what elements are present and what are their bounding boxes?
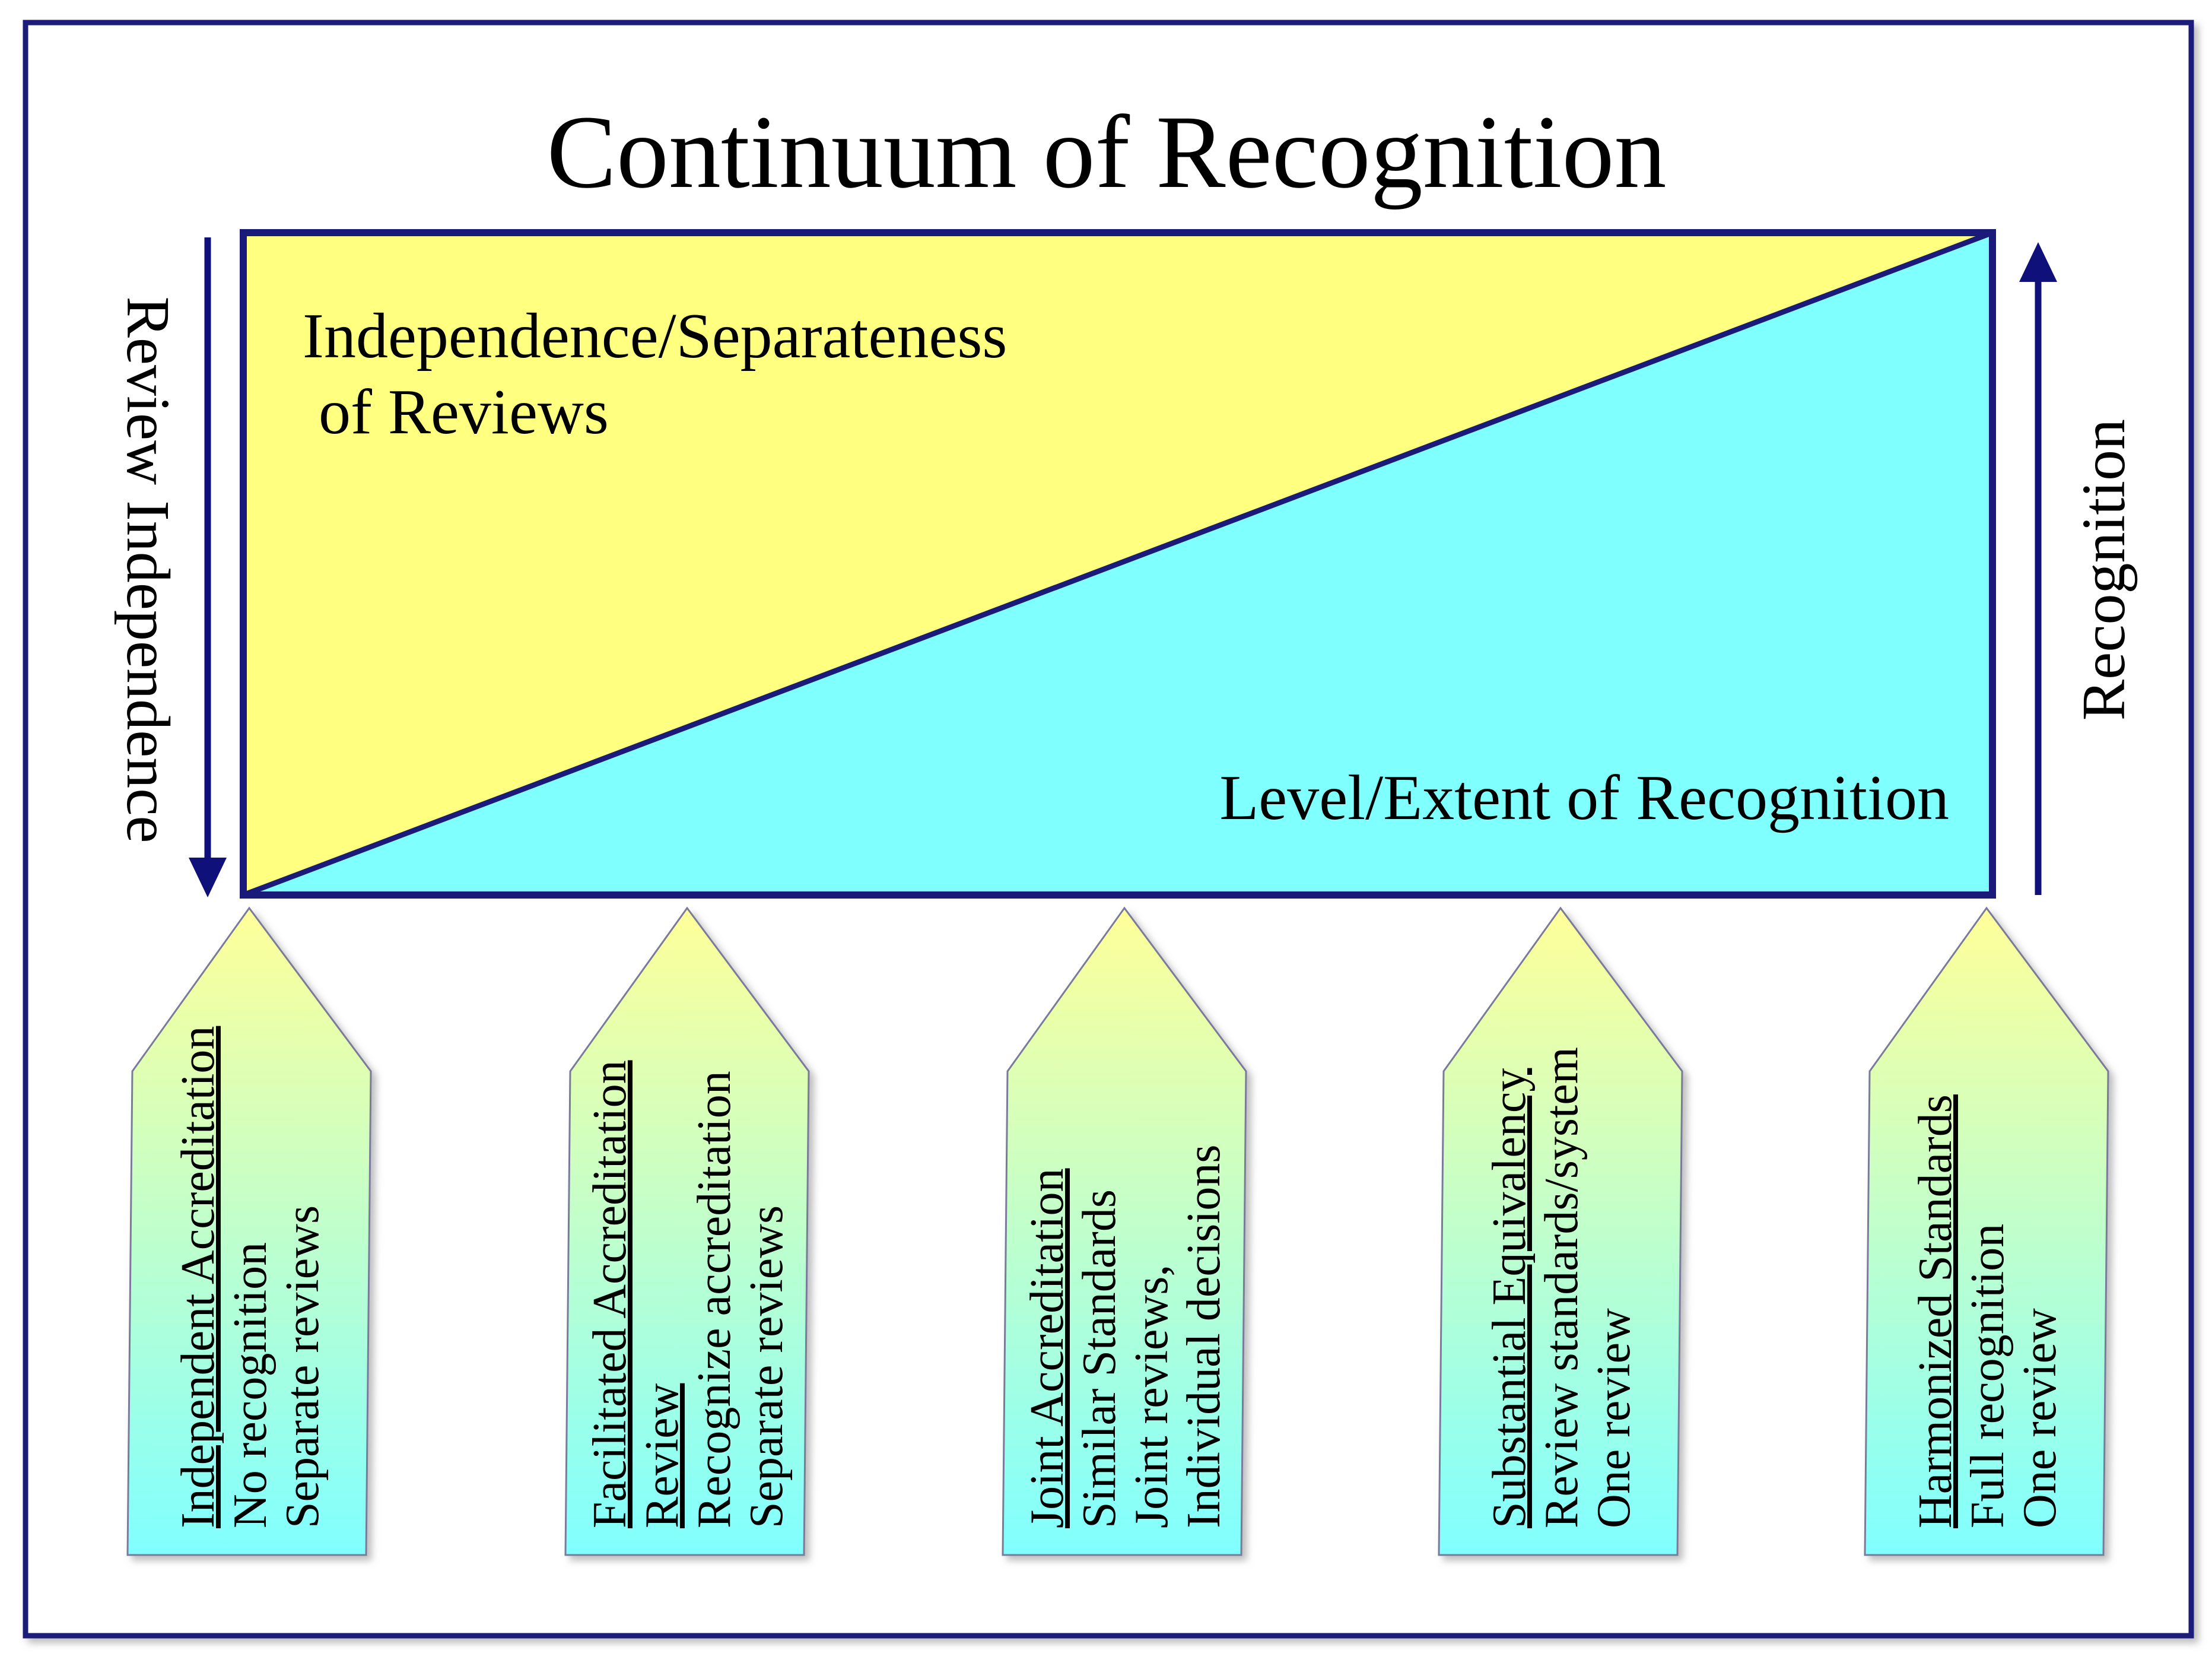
lower-region-label: Level/Extent of Recognition [1219, 763, 1949, 833]
stage-detail-line: Review standards/system [1536, 1047, 1588, 1528]
left-axis-label: Review Independence [114, 296, 182, 843]
upper-region-label-line1: Independence/Separateness [303, 301, 1007, 372]
stage-detail-line: No recognition [224, 1242, 276, 1528]
diagonal-divider [242, 230, 1994, 898]
stage-pentagon [1438, 906, 1683, 1556]
diagram-title: Continuum of Recognition [546, 94, 1666, 210]
stage-heading: Independent Accreditation [172, 1026, 224, 1528]
right-axis-label: Recognition [2070, 419, 2138, 721]
stage-heading: Joint Accreditation [1021, 1168, 1073, 1528]
stage-pentagon [1002, 906, 1247, 1556]
stage-heading: Harmonized Standards [1909, 1094, 1962, 1528]
stage-detail-line: Separate reviews [276, 1205, 329, 1528]
stage-heading: Substantial Equivalency [1483, 1068, 1536, 1528]
stage-detail-line: Similar Standards [1073, 1189, 1126, 1528]
upper-region-label: Independence/Separateness of Reviews [303, 301, 1023, 448]
stage-detail-line: Separate reviews [740, 1205, 793, 1528]
stage-pentagon [564, 906, 810, 1556]
stage-detail-line: Individual decisions [1178, 1144, 1230, 1528]
down-arrow-icon [189, 237, 227, 897]
stage-pentagon [1864, 906, 2109, 1556]
continuum-box-border [240, 229, 1996, 899]
stage-heading: Review [636, 1383, 688, 1528]
stage-detail-line: One review [2014, 1308, 2066, 1528]
up-arrow-icon [2019, 242, 2057, 895]
continuum-box [240, 229, 1996, 899]
stage-detail-line: Recognize accreditation [688, 1071, 740, 1528]
stage-pentagon [126, 906, 372, 1556]
stage-detail-line: Joint reviews, [1126, 1265, 1178, 1528]
stage-detail-line: One review [1588, 1308, 1640, 1528]
upper-region-label-line2: of Reviews [303, 377, 609, 448]
stage-heading: Facilitated Accreditation [584, 1060, 636, 1528]
stage-detail-line: Full recognition [1962, 1224, 2014, 1528]
